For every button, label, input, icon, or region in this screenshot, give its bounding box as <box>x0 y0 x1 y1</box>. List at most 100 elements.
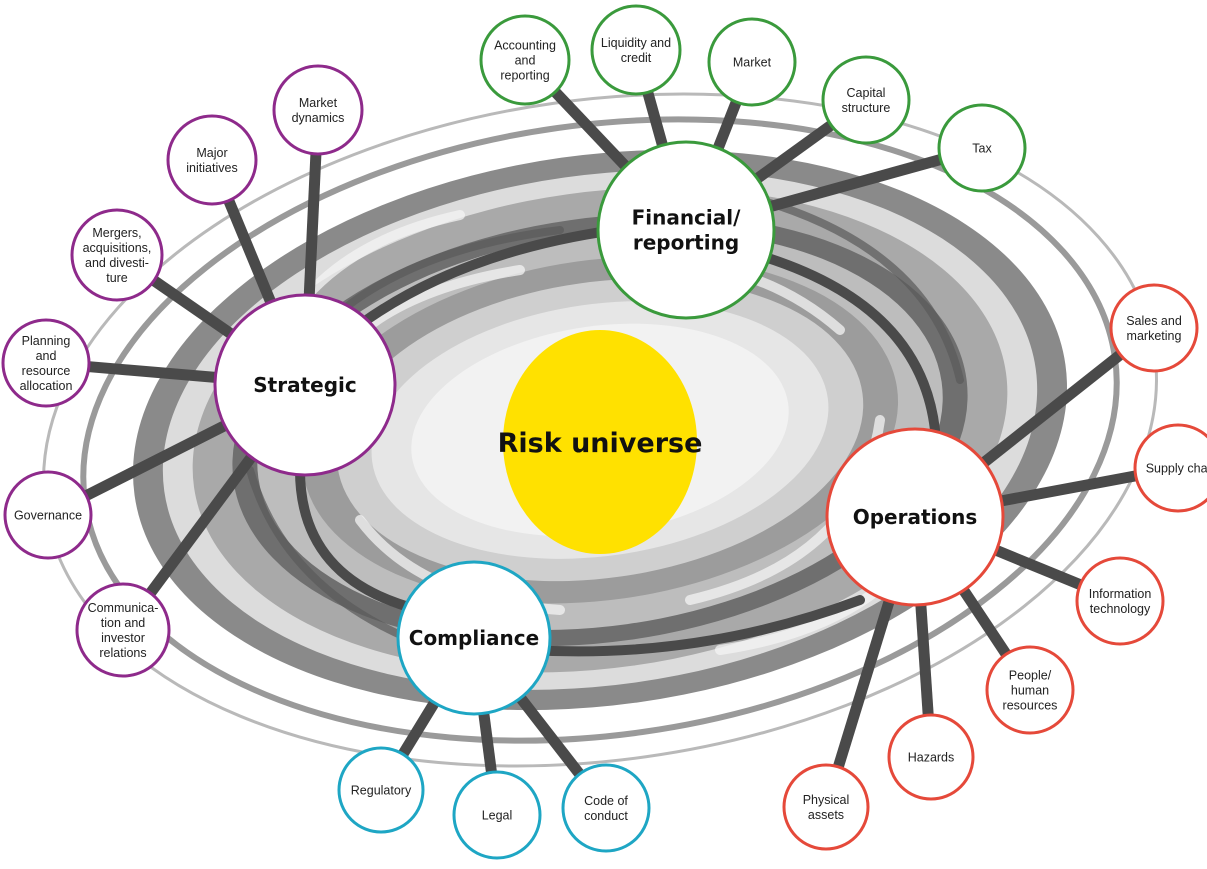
hub-financial: Financial/reporting <box>596 140 776 320</box>
connector-financial-0 <box>548 85 634 175</box>
strategic-node-market-dynamics-label: dynamics <box>292 111 345 125</box>
connector-strategic-4 <box>80 418 233 503</box>
connector-strategic-5 <box>143 449 260 600</box>
operations-node-people-human-resources-label: People/ <box>1009 668 1052 682</box>
strategic-node-planning-and-resource-allocation-label: resource <box>22 364 71 378</box>
compliance-node-code-of-conduct-circle <box>561 763 651 853</box>
operations-node-sales-and-marketing-circle <box>1109 283 1199 373</box>
operations-node-people-human-resources-label: human <box>1011 683 1049 697</box>
connector-compliance-2 <box>512 689 587 781</box>
hub-strategic-circle <box>213 293 397 477</box>
operations-node-information-technology-label: technology <box>1090 602 1151 616</box>
operations-node-information-technology-circle <box>1075 556 1165 646</box>
strategic-node-communica-tion-and-investor-relations-circle <box>75 582 171 678</box>
connector-operations-1 <box>994 469 1141 508</box>
operations-node-physical-assets-circle <box>782 763 870 851</box>
operations-node-people-human-resources-label: resources <box>1003 698 1058 712</box>
financial-node-tax-circle <box>937 103 1027 193</box>
operations-node-supply-chai-label: Supply chai <box>1146 461 1207 475</box>
financial-node-market: Market <box>707 17 797 107</box>
risk-universe-label: Risk universe <box>498 428 703 459</box>
hub-operations-circle <box>825 427 1005 607</box>
connector-strategic-2 <box>147 273 240 342</box>
connector-strategic-1 <box>222 194 278 310</box>
strategic-node-governance-label: Governance <box>14 508 82 522</box>
financial-node-accounting-and-reporting-circle <box>479 14 571 106</box>
strategic-node-major-initiatives-circle <box>166 114 258 206</box>
strategic-node-market-dynamics-label: Market <box>299 96 338 110</box>
hub-financial-circle <box>596 140 776 320</box>
hub-strategic: Strategic <box>213 293 397 477</box>
strategic-node-communica-tion-and-investor-relations-label: tion and <box>101 616 146 630</box>
connector-financial-4 <box>763 153 946 214</box>
connector-lines <box>80 85 1141 781</box>
connector-strategic-3 <box>84 360 222 384</box>
connector-operations-0 <box>975 347 1127 471</box>
financial-node-liquidity-and-credit-label: credit <box>621 51 652 65</box>
hub-compliance-circle <box>396 560 552 716</box>
connector-operations-5 <box>831 593 897 773</box>
hub-operations: Operations <box>825 427 1005 607</box>
connector-strategic-0 <box>303 149 322 302</box>
hub-financial-label: Financial/ <box>632 206 742 230</box>
compliance-node-legal-circle <box>452 770 542 860</box>
connector-operations-4 <box>914 598 934 720</box>
strategic-node-mergers-acquisitions-and-divesti-ture: Mergers,acquisitions,and divesti-ture <box>70 208 164 302</box>
operations-node-hazards-circle <box>887 713 975 801</box>
strategic-node-governance-circle <box>3 470 93 560</box>
hub-compliance-label: Compliance <box>409 626 539 650</box>
diagram-nodes: MarketdynamicsMajorinitiativesMergers,ac… <box>1 4 1207 860</box>
operations-node-sales-and-marketing-label: Sales and <box>1126 314 1182 328</box>
operations-node-physical-assets-label: Physical <box>803 793 850 807</box>
strategic-node-planning-and-resource-allocation-label: allocation <box>20 379 73 393</box>
operations-node-supply-chai-circle <box>1133 423 1207 513</box>
operations-node-hazards: Hazards <box>887 713 975 801</box>
operations-node-hazards-label: Hazards <box>908 750 955 764</box>
hub-compliance: Compliance <box>396 560 552 716</box>
strategic-node-market-dynamics-circle <box>272 64 364 156</box>
hub-operations-label: Operations <box>853 505 978 529</box>
strategic-node-communica-tion-and-investor-relations-label: relations <box>99 646 146 660</box>
financial-node-market-circle <box>707 17 797 107</box>
strategic-node-planning-and-resource-allocation-label: and <box>36 349 57 363</box>
connector-operations-2 <box>988 543 1086 592</box>
connector-financial-3 <box>749 118 838 187</box>
strategic-node-mergers-acquisitions-and-divesti-ture-label: ture <box>106 271 128 285</box>
hub-strategic-label: Strategic <box>253 373 356 397</box>
financial-node-market-label: Market <box>733 55 772 69</box>
hub-financial-label: reporting <box>633 231 739 255</box>
financial-node-tax: Tax <box>937 103 1027 193</box>
compliance-node-code-of-conduct-label: Code of <box>584 794 628 808</box>
strategic-node-planning-and-resource-allocation-circle <box>1 318 91 408</box>
strategic-node-mergers-acquisitions-and-divesti-ture-circle <box>70 208 164 302</box>
connector-financial-1 <box>641 87 670 153</box>
compliance-node-regulatory-label: Regulatory <box>351 783 412 797</box>
connector-compliance-1 <box>477 706 498 778</box>
strategic-node-mergers-acquisitions-and-divesti-ture-label: Mergers, <box>92 226 141 240</box>
financial-node-tax-label: Tax <box>972 141 992 155</box>
risk-universe-circle <box>503 330 697 554</box>
risk-universe-center: Risk universe <box>498 330 703 554</box>
financial-node-accounting-and-reporting-label: Accounting <box>494 38 556 52</box>
strategic-node-mergers-acquisitions-and-divesti-ture-label: acquisitions, <box>83 241 152 255</box>
compliance-node-legal-label: Legal <box>482 808 513 822</box>
compliance-node-regulatory: Regulatory <box>337 746 425 834</box>
strategic-node-communica-tion-and-investor-relations-label: Communica- <box>88 601 159 615</box>
connector-financial-2 <box>710 96 743 156</box>
financial-node-liquidity-and-credit-label: Liquidity and <box>601 36 671 50</box>
hub-arcs <box>295 223 940 657</box>
financial-node-capital-structure-label: structure <box>842 101 891 115</box>
strategic-node-major-initiatives-label: initiatives <box>186 161 237 175</box>
compliance-node-legal: Legal <box>452 770 542 860</box>
